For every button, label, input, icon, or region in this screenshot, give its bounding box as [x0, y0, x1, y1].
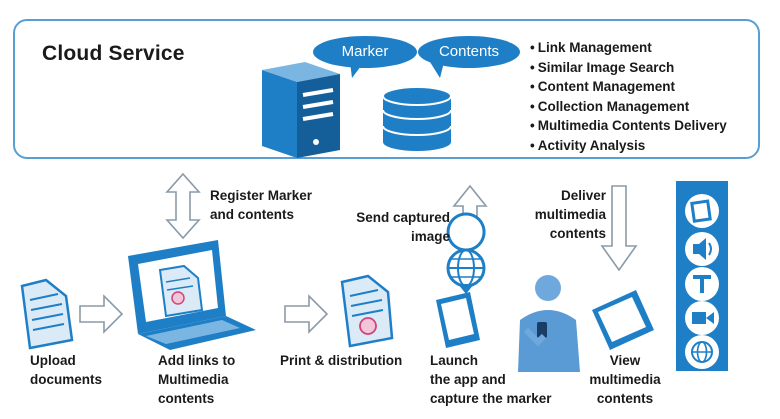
contents-bubble-tail [430, 62, 444, 78]
feature-item: Multimedia Contents Delivery [530, 116, 727, 136]
deliver-label: Deliver multimedia contents [534, 188, 606, 241]
feature-list: Link Management Similar Image Search Con… [530, 38, 727, 155]
globe-icon [446, 212, 486, 294]
person-icon [518, 275, 580, 372]
text-icon [685, 267, 719, 301]
step-upload-label: Upload documents [30, 353, 103, 387]
database-icon [382, 86, 452, 151]
video-icon [685, 301, 719, 335]
audio-icon [685, 232, 719, 266]
feature-item: Content Management [530, 77, 727, 97]
laptop-icon [128, 240, 256, 350]
cloud-service-title: Cloud Service [42, 42, 185, 65]
step-launch-label: Launch the app and capture the marker [430, 353, 552, 406]
step-print-label: Print & distribution [280, 353, 403, 368]
feature-item: Collection Management [530, 97, 727, 117]
image-icon [685, 194, 719, 228]
cloud-service-panel [13, 19, 760, 159]
marker-bubble: Marker [313, 36, 417, 68]
register-arrow [165, 172, 201, 240]
smartphone-icon [436, 292, 480, 348]
marker-bubble-label: Marker [341, 43, 389, 60]
contents-bubble-label: Contents [438, 43, 500, 60]
web-icon [685, 335, 719, 369]
contents-bubble: Contents [418, 36, 520, 68]
document-icon [20, 278, 74, 350]
server-icon [262, 33, 340, 158]
printed-document-icon [340, 274, 394, 348]
step-add-links-label: Add links to Multimedia contents [158, 353, 236, 406]
step-view-label: View multimedia contents [589, 353, 661, 406]
register-label: Register Marker and contents [210, 188, 313, 222]
send-image-label: Send captured image [356, 210, 450, 244]
feature-item: Similar Image Search [530, 58, 727, 78]
deliver-arrow [600, 185, 638, 272]
step-arrow-2 [284, 294, 329, 334]
tablet-icon [592, 290, 654, 350]
step-arrow-1 [79, 294, 124, 334]
feature-item: Activity Analysis [530, 136, 727, 156]
feature-item: Link Management [530, 38, 727, 58]
